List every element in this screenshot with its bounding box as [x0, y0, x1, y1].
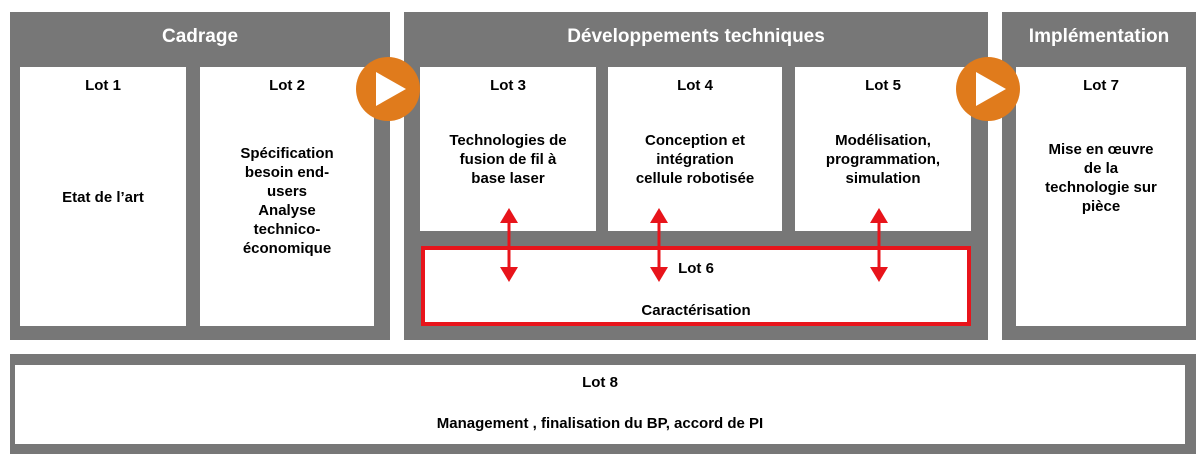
lot-5-desc-line: programmation, — [825, 151, 941, 168]
lot-4-desc-line: Conception et — [645, 132, 745, 149]
lot-8-number: Lot 8 — [582, 374, 618, 391]
lot-2-desc-line: besoin end- — [244, 164, 330, 181]
lot-7-description: Mise en œuvre de la technologie sur pièc… — [1022, 140, 1180, 216]
lot-1-desc-line: Etat de l’art — [62, 189, 144, 206]
lot-2-description: Spécification besoin end- users Analyse … — [206, 144, 368, 258]
lot-7-number: Lot 7 — [1083, 77, 1119, 94]
lot-2-desc-line: technico- — [253, 221, 321, 238]
lot-8-box: Lot 8 Management , finalisation du BP, a… — [15, 365, 1185, 444]
lot-7-desc-line: Mise en œuvre — [1048, 141, 1154, 158]
phase-developpements-title: Développements techniques — [567, 26, 825, 47]
lot-2-number: Lot 2 — [269, 77, 305, 94]
phase-cadrage-title: Cadrage — [161, 26, 239, 47]
lot-3-desc-line: fusion de fil à — [459, 151, 557, 168]
lot-3-desc-line: Technologies de — [449, 132, 567, 149]
lot-2-box: Lot 2 Spécification besoin end- users An… — [200, 67, 374, 326]
lot-2-desc-line: users — [266, 183, 308, 200]
lot-8-description: Management , finalisation du BP, accord … — [436, 415, 764, 432]
lot-3-number: Lot 3 — [490, 77, 526, 94]
lot-5-box: Lot 5 Modélisation, programmation, simul… — [795, 67, 971, 231]
lot-7-desc-line: pièce — [1081, 198, 1121, 215]
lot-2-desc-line: Spécification — [240, 145, 334, 162]
lot-4-desc-line: cellule robotisée — [635, 170, 755, 187]
lot-2-desc-line: économique — [242, 240, 332, 257]
lot-3-box: Lot 3 Technologies de fusion de fil à ba… — [420, 67, 596, 231]
double-headed-arrow-icon — [870, 208, 888, 282]
lot-6-number: Lot 6 — [678, 260, 714, 277]
double-headed-arrow-icon — [500, 208, 518, 282]
lot-1-box: Lot 1 Etat de l’art — [20, 67, 186, 326]
lot-5-desc-line: simulation — [845, 170, 921, 187]
double-headed-arrow-icon — [650, 208, 668, 282]
lot-7-desc-line: technologie sur — [1045, 179, 1157, 196]
lot-3-desc-line: base laser — [471, 170, 545, 187]
lot-4-box: Lot 4 Conception et intégration cellule … — [608, 67, 782, 231]
lot-4-description: Conception et intégration cellule roboti… — [614, 131, 776, 188]
lot-2-desc-line: Analyse — [258, 202, 316, 219]
lot-3-description: Technologies de fusion de fil à base las… — [426, 131, 590, 188]
lot-6-description: Caractérisation — [641, 302, 751, 319]
play-arrow-icon — [956, 57, 1020, 121]
lot-5-desc-line: Modélisation, — [835, 132, 931, 149]
lot-1-number: Lot 1 — [85, 77, 121, 94]
lot-1-description: Etat de l’art — [26, 188, 180, 207]
lot-4-number: Lot 4 — [677, 77, 713, 94]
lot-4-desc-line: intégration — [656, 151, 734, 168]
play-arrow-icon — [356, 57, 420, 121]
phase-implementation-title: Implémentation — [1028, 26, 1170, 47]
lot-7-box: Lot 7 Mise en œuvre de la technologie su… — [1016, 67, 1186, 326]
lot-5-description: Modélisation, programmation, simulation — [801, 131, 965, 188]
lot-5-number: Lot 5 — [865, 77, 901, 94]
lot-7-desc-line: de la — [1083, 160, 1119, 177]
